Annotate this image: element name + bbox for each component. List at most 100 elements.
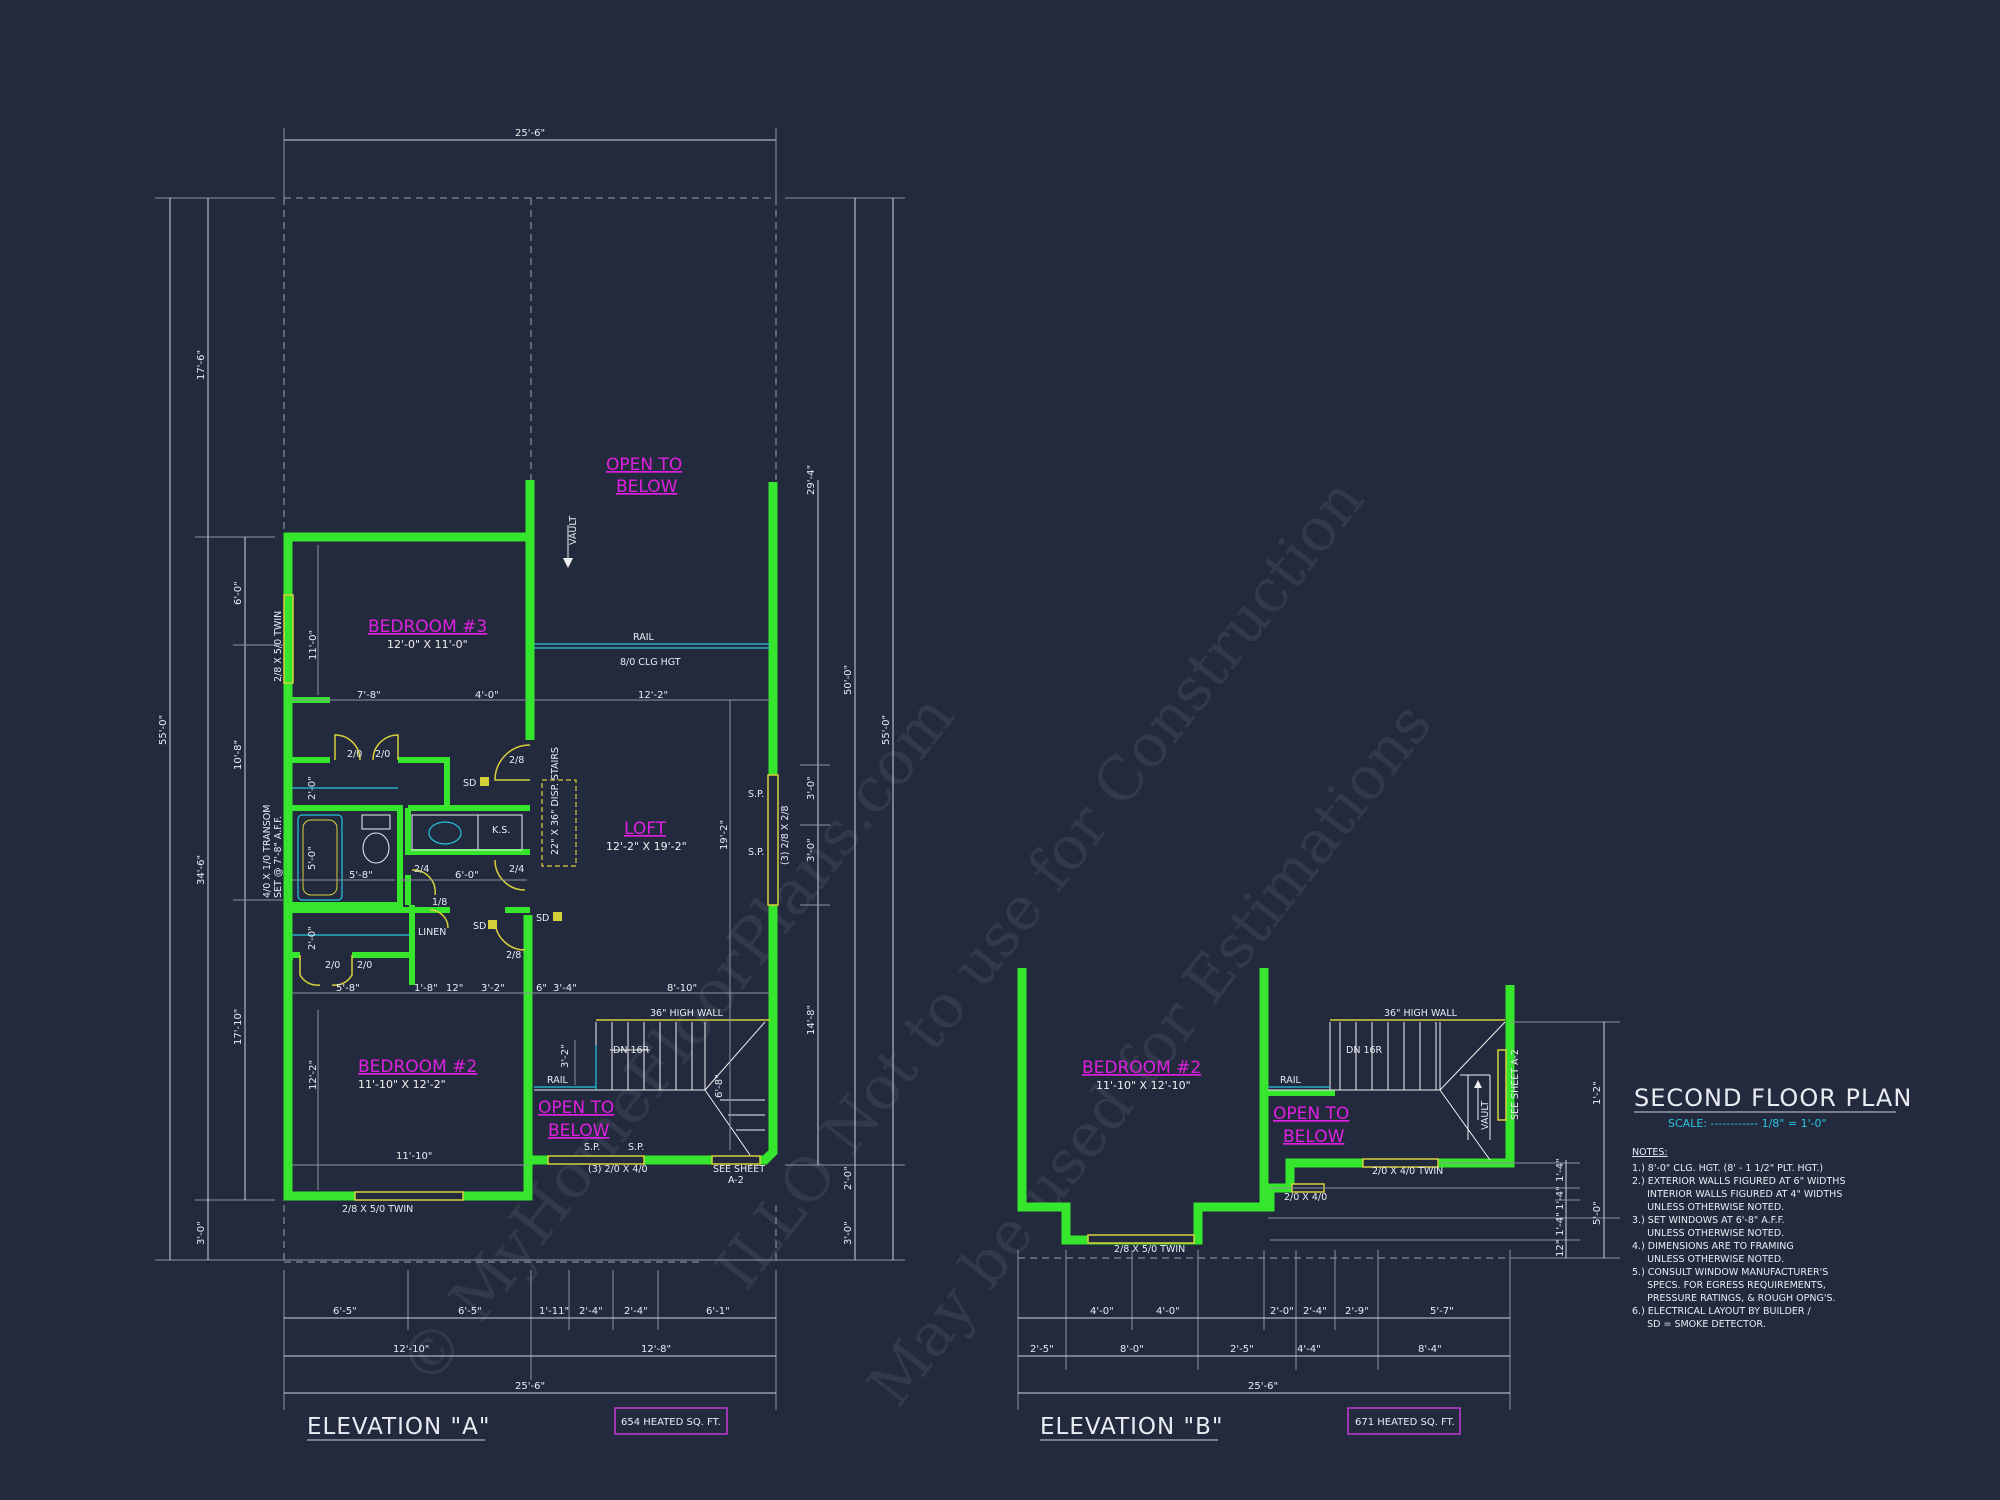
dim-in-g: 5'-0" — [307, 846, 318, 870]
dim-right-total: 55'-0" — [881, 715, 892, 745]
dim-b-r1: 1'-2" — [1592, 1081, 1603, 1105]
dim-bot-5: 2'-4" — [624, 1306, 648, 1317]
dim-right-b: 3'-0" — [806, 776, 817, 800]
label-door-4: 2/4 — [414, 864, 429, 875]
dim-left-3: 3'-0" — [196, 1221, 207, 1245]
dim-left-2: 34'-6" — [196, 855, 207, 885]
elevation-a-label: ELEVATION "A" — [307, 1414, 490, 1440]
notes-line-1: 1.) 8'-0" CLG. HGT. (8' - 1 1/2" PLT. HG… — [1632, 1163, 1823, 1174]
room-bedroom-2-size: 11'-10" X 12'-2" — [358, 1078, 446, 1091]
label-transom-2: SET @ 7'-8" A.F.F. — [273, 816, 284, 898]
open-b-1: OPEN TO — [1273, 1104, 1349, 1124]
label-window-bottom: 2/8 X 5/0 TWIN — [342, 1204, 413, 1215]
dim-left-total: 55'-0" — [158, 715, 169, 745]
dim-in-u: 6'-8" — [714, 1074, 725, 1098]
elevation-a-plan: 25'-6" 55'-0" 17'-6" 34'-6" 3'-0" 6'-0" … — [155, 128, 905, 1441]
label-door-5: 2/4 — [509, 864, 524, 875]
room-b-bedroom-2: BEDROOM #2 — [1082, 1058, 1201, 1078]
label-ks: K.S. — [492, 825, 510, 836]
open-below-bot-1: OPEN TO — [538, 1098, 614, 1118]
label-door-3: 2/8 — [509, 755, 524, 766]
dim-right-d: 14'-8" — [806, 1005, 817, 1035]
dim-b-b3: 2'-0" — [1270, 1306, 1294, 1317]
sqft-b: 671 HEATED SQ. FT. — [1355, 1417, 1455, 1428]
sqft-box-b — [1347, 1407, 1461, 1435]
dim-b-r4: 1'-4" — [1555, 1186, 1566, 1210]
top-dimension: 25'-6" — [283, 128, 777, 200]
dim-in-m: 3'-2" — [481, 983, 505, 994]
room-b-bedroom-2-size: 11'-10" X 12'-10" — [1096, 1079, 1191, 1092]
dim-right-c: 3'-0" — [806, 838, 817, 862]
dim-in-h: 2'-0" — [307, 776, 318, 800]
dim-in-r: 11'-10" — [396, 1151, 432, 1162]
label-sd-1: SD — [463, 778, 476, 789]
label-dn-16r: DN 16R — [613, 1045, 650, 1056]
dim-top: 25'-6" — [515, 128, 545, 139]
dim-bot-1: 6'-5" — [333, 1306, 357, 1317]
elevation-b-plan: 1'-2" 5'-0" 1'-4" 1'-4" 1'-4" 12" BEDROO… — [1017, 968, 1620, 1441]
label-door-7: 2/8 — [506, 950, 521, 961]
label-see-sheet-2: A-2 — [728, 1175, 744, 1186]
dim-in-q: 12'-2" — [308, 1060, 319, 1090]
dim-right-1: 50'-0" — [843, 665, 854, 695]
dim-in-d: 11'-0" — [308, 630, 319, 660]
dim-bot-3: 1'-11" — [539, 1306, 569, 1317]
watermark: © MyHomeFloorPlans.com ILLO Not to use f… — [384, 466, 1446, 1420]
label-disp-stairs: 22" X 36" DISP. STAIRS — [550, 747, 561, 855]
dim-b-b6: 5'-7" — [1430, 1306, 1454, 1317]
room-bedroom-3: BEDROOM #3 — [368, 617, 487, 637]
dim-in-n: 6" — [536, 983, 547, 994]
dim-b-r3: 1'-4" — [1555, 1158, 1566, 1182]
dim-bot-7: 12'-10" — [393, 1344, 429, 1355]
dim-left-b: 10'-8" — [233, 740, 244, 770]
label-rail-bot: RAIL — [547, 1075, 569, 1086]
label-door-9: 2/0 — [357, 960, 372, 971]
dim-b-b4: 2'-4" — [1303, 1306, 1327, 1317]
room-bedroom-2: BEDROOM #2 — [358, 1057, 477, 1077]
label-sp-4: S.P. — [748, 847, 764, 858]
open-b-2: BELOW — [1283, 1127, 1345, 1147]
label-b-rail: RAIL — [1280, 1075, 1302, 1086]
label-linen: LINEN — [418, 927, 446, 938]
dim-in-f: 6'-0" — [455, 870, 479, 881]
dim-left-a: 6'-0" — [233, 581, 244, 605]
label-door-2: 2/0 — [375, 749, 390, 760]
room-loft: LOFT — [624, 819, 667, 839]
notes-line-5: 3.) SET WINDOWS AT 6'-8" A.F.F. — [1632, 1215, 1785, 1226]
dim-b-b9: 2'-5" — [1230, 1344, 1254, 1355]
dim-bot-2: 6'-5" — [458, 1306, 482, 1317]
room-loft-size: 12'-2" X 19'-2" — [606, 840, 687, 853]
dim-b-r5: 1'-4" — [1555, 1212, 1566, 1236]
room-bedroom-3-size: 12'-0" X 11'-0" — [387, 638, 468, 651]
plan-scale: SCALE: ------------ 1/8" = 1'-0" — [1668, 1117, 1827, 1130]
sqft-a: 654 HEATED SQ. FT. — [621, 1417, 721, 1428]
notes-line-8: UNLESS OTHERWISE NOTED. — [1632, 1254, 1784, 1265]
label-sp-2: S.P. — [628, 1142, 644, 1153]
notes-line-13: SD = SMOKE DETECTOR. — [1632, 1319, 1766, 1330]
label-sp-3: S.P. — [748, 789, 764, 800]
notes-block: NOTES: 1.) 8'-0" CLG. HGT. (8' - 1 1/2" … — [1632, 1147, 1845, 1330]
dim-right-3: 3'-0" — [843, 1221, 854, 1245]
dim-in-l: 12" — [446, 983, 463, 994]
dim-b-total: 25'-6" — [1248, 1381, 1278, 1392]
label-b-vault: VAULT — [1480, 1101, 1491, 1130]
notes-line-10: SPECS. FOR EGRESS REQUIREMENTS, — [1632, 1280, 1826, 1291]
notes-line-2: 2.) EXTERIOR WALLS FIGURED AT 6" WIDTHS — [1632, 1176, 1845, 1187]
dim-in-s: 19'-2" — [719, 820, 730, 850]
dim-b-b2: 4'-0" — [1156, 1306, 1180, 1317]
dim-in-c: 12'-2" — [638, 690, 668, 701]
label-window-bottom-2: (3) 2/0 X 4/0 — [588, 1164, 648, 1175]
dim-left-1: 17'-6" — [196, 350, 207, 380]
label-b-dn: DN 16R — [1346, 1045, 1383, 1056]
label-sd-3: SD — [536, 913, 549, 924]
dim-b-b11: 8'-4" — [1418, 1344, 1442, 1355]
label-b-win-2: 2/0 X 4/0 — [1284, 1192, 1327, 1203]
dim-in-k: 1'-8" — [414, 983, 438, 994]
title-block: SECOND FLOOR PLAN SCALE: ------------ 1/… — [1634, 1084, 1911, 1130]
dim-in-e: 5'-8" — [349, 870, 373, 881]
label-sp-1: S.P. — [584, 1142, 600, 1153]
dim-in-j: 5'-8" — [336, 983, 360, 994]
label-b-win-3: 2/8 X 5/0 TWIN — [1114, 1244, 1185, 1255]
dim-right-a: 29'-4" — [806, 465, 817, 495]
